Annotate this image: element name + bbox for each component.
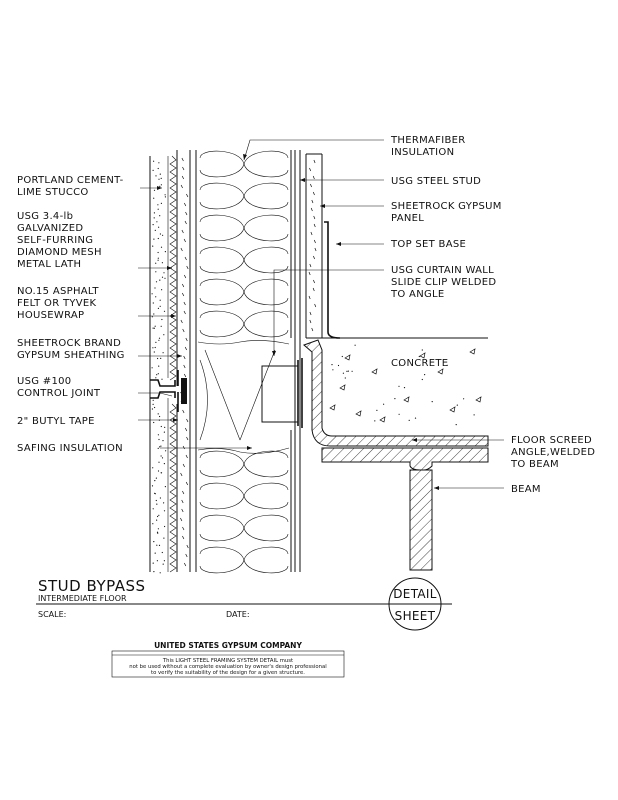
label-felt-3: HOUSEWRAP — [17, 310, 84, 321]
gypsum-sheathing — [176, 150, 191, 572]
label-felt-2: FELT OR TYVEK — [17, 298, 97, 309]
floor-screed-angle — [303, 339, 489, 447]
date-label: DATE: — [226, 610, 250, 619]
disclaimer-line-2: not be used without a complete evaluatio… — [129, 664, 326, 670]
beam-web — [409, 469, 433, 571]
control-joint — [150, 370, 187, 412]
disclaimer-line-1: This LIGHT STEEL FRAMING SYSTEM DETAIL m… — [162, 658, 293, 664]
wall-assembly — [149, 150, 341, 574]
label-lath-1: USG 3.4-lb — [17, 211, 73, 222]
top-set-base — [324, 221, 341, 339]
label-thermafiber-2: INSULATION — [391, 147, 454, 158]
label-thermafiber-1: THERMAFIBER — [390, 135, 466, 146]
right-leaders — [243, 139, 504, 490]
label-sheathing-1: SHEETROCK BRAND — [17, 338, 121, 349]
detail-bubble-bottom: SHEET — [395, 609, 436, 623]
label-safing: SAFING INSULATION — [17, 443, 123, 454]
label-lath-3: SELF-FURRING — [17, 235, 93, 246]
label-slide-clip-2: SLIDE CLIP WELDED — [391, 277, 496, 288]
company-block: UNITED STATES GYPSUM COMPANY This LIGHT … — [111, 641, 345, 678]
disclaimer-line-3: to verify the suitability of the design … — [151, 670, 305, 676]
label-joint-1: USG #100 — [17, 376, 71, 387]
label-beam: BEAM — [511, 484, 541, 495]
detail-bubble — [388, 577, 442, 631]
left-leaders — [138, 186, 252, 450]
left-labels: PORTLAND CEMENT- LIME STUCCO USG 3.4-lb … — [17, 175, 125, 454]
label-steel-stud: USG STEEL STUD — [391, 176, 481, 187]
interior-gypsum-panel — [305, 153, 323, 338]
label-screed-1: FLOOR SCREED — [511, 435, 592, 446]
company-name: UNITED STATES GYPSUM COMPANY — [154, 641, 302, 650]
label-gypsum-panel-2: PANEL — [391, 213, 424, 224]
thermafiber-insulation — [199, 150, 289, 574]
label-lath-5: METAL LATH — [17, 259, 81, 270]
right-labels: THERMAFIBER INSULATION USG STEEL STUD SH… — [390, 135, 595, 495]
label-slide-clip-1: USG CURTAIN WALL — [391, 265, 494, 276]
label-lath-2: GALVANIZED — [17, 223, 83, 234]
label-slide-clip-3: TO ANGLE — [390, 289, 445, 300]
label-lath-4: DIAMOND MESH — [17, 247, 102, 258]
title-block: STUD BYPASS INTERMEDIATE FLOOR SCALE: DA… — [36, 577, 452, 631]
scale-label: SCALE: — [38, 610, 66, 619]
label-sheathing-2: GYPSUM SHEATHING — [17, 350, 125, 361]
detail-title: STUD BYPASS — [38, 577, 146, 595]
label-butyl-tape: 2" BUTYL TAPE — [17, 416, 95, 427]
safing-insulation — [197, 340, 290, 454]
label-stucco-1: PORTLAND CEMENT- — [17, 175, 124, 186]
detail-subtitle: INTERMEDIATE FLOOR — [38, 594, 127, 603]
floor-structure — [303, 337, 489, 571]
beam-top-flange — [321, 447, 489, 471]
detail-bubble-top: DETAIL — [393, 587, 436, 601]
label-felt-1: NO.15 ASPHALT — [17, 286, 99, 297]
label-joint-2: CONTROL JOINT — [17, 388, 101, 399]
label-screed-3: TO BEAM — [510, 459, 559, 470]
label-gypsum-panel-1: SHEETROCK GYPSUM — [391, 201, 502, 212]
curtain-wall-slide-clip — [261, 358, 303, 428]
stucco-layer — [149, 156, 169, 574]
label-screed-2: ANGLE,WELDED — [511, 447, 595, 458]
concrete-aggregate — [329, 344, 482, 426]
metal-lath — [169, 155, 177, 573]
label-stucco-2: LIME STUCCO — [17, 187, 89, 198]
label-concrete: CONCRETE — [391, 358, 448, 369]
label-top-set-base: TOP SET BASE — [390, 239, 466, 250]
